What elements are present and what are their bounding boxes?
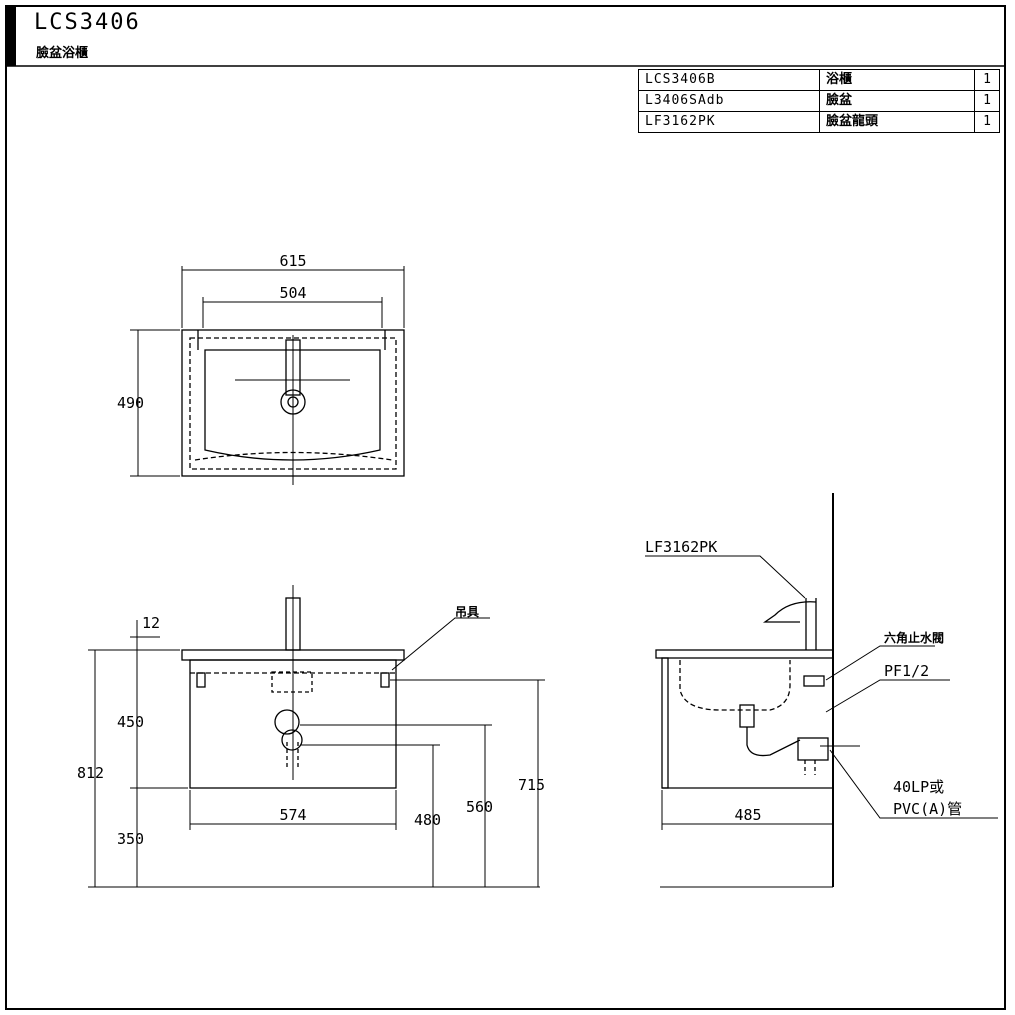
sheet-border bbox=[5, 5, 1006, 1010]
side-view bbox=[645, 493, 998, 888]
dim-label-615: 615 bbox=[279, 252, 306, 270]
trap-fitting-1 bbox=[274, 709, 300, 735]
dim-label-560: 560 bbox=[466, 798, 493, 816]
side-faucet-body bbox=[805, 598, 817, 650]
dim-label-480: 480 bbox=[414, 811, 441, 829]
pf-leader bbox=[825, 679, 950, 713]
side-faucet-spout bbox=[762, 601, 817, 623]
basin-bowl bbox=[204, 349, 381, 461]
part-code: LCS3406B bbox=[638, 69, 820, 91]
front-view bbox=[88, 585, 545, 888]
trap-fitting-2 bbox=[281, 729, 303, 751]
parts-row: L3406SAdb 臉盆 1 bbox=[638, 90, 1000, 112]
dim-label-485: 485 bbox=[734, 806, 761, 824]
part-name: 臉盆龍頭 bbox=[819, 111, 975, 133]
hanger-right-front bbox=[380, 672, 390, 688]
part-code: L3406SAdb bbox=[638, 90, 820, 112]
dim-label-450: 450 bbox=[117, 713, 144, 731]
part-name: 浴櫃 bbox=[819, 69, 975, 91]
angle-valve bbox=[803, 675, 825, 687]
dim-label-504: 504 bbox=[279, 284, 306, 302]
hanger-label: 吊具 bbox=[455, 605, 479, 619]
trap-top bbox=[271, 671, 313, 693]
model-subtitle: 臉盆浴櫃 bbox=[36, 46, 89, 61]
faucet-leader bbox=[645, 555, 806, 599]
dim-label-350: 350 bbox=[117, 830, 144, 848]
part-code: LF3162PK bbox=[638, 111, 820, 133]
hanger-left-front bbox=[196, 672, 206, 688]
angle-valve-label: 六角止水閥 bbox=[884, 630, 944, 645]
faucet-label: LF3162PK bbox=[645, 538, 717, 556]
parts-row: LCS3406B 浴櫃 1 bbox=[638, 69, 1000, 91]
dim-label-490: 490 bbox=[117, 394, 144, 412]
parts-row: LF3162PK 臉盆龍頭 1 bbox=[638, 111, 1000, 133]
dim-label-812: 812 bbox=[77, 764, 104, 782]
top-view bbox=[130, 266, 405, 485]
part-qty: 1 bbox=[974, 111, 1000, 133]
drain-leader bbox=[829, 749, 998, 819]
side-basin-top bbox=[655, 649, 834, 659]
title-accent-bar bbox=[6, 6, 16, 66]
dim-label-715: 715 bbox=[518, 776, 545, 794]
drain-label-1: 40LP或 bbox=[893, 778, 944, 796]
part-qty: 1 bbox=[974, 69, 1000, 91]
valve-leader bbox=[825, 645, 935, 681]
drain-label-2: PVC(A)管 bbox=[893, 800, 962, 818]
parts-table: LCS3406B 浴櫃 1 L3406SAdb 臉盆 1 LF3162PK 臉盆… bbox=[638, 69, 1000, 133]
hanger-leader bbox=[391, 617, 490, 671]
part-qty: 1 bbox=[974, 90, 1000, 112]
pf-label: PF1/2 bbox=[884, 662, 929, 680]
side-cabinet-front bbox=[661, 657, 669, 789]
side-basin-bowl bbox=[679, 660, 791, 711]
dim-label-12: 12 bbox=[142, 614, 160, 632]
wall-drain-fitting bbox=[797, 737, 829, 761]
model-title: LCS3406 bbox=[34, 10, 141, 35]
side-p-trap bbox=[746, 727, 801, 757]
dim-label-574: 574 bbox=[279, 806, 306, 824]
side-trap-top bbox=[739, 704, 755, 728]
